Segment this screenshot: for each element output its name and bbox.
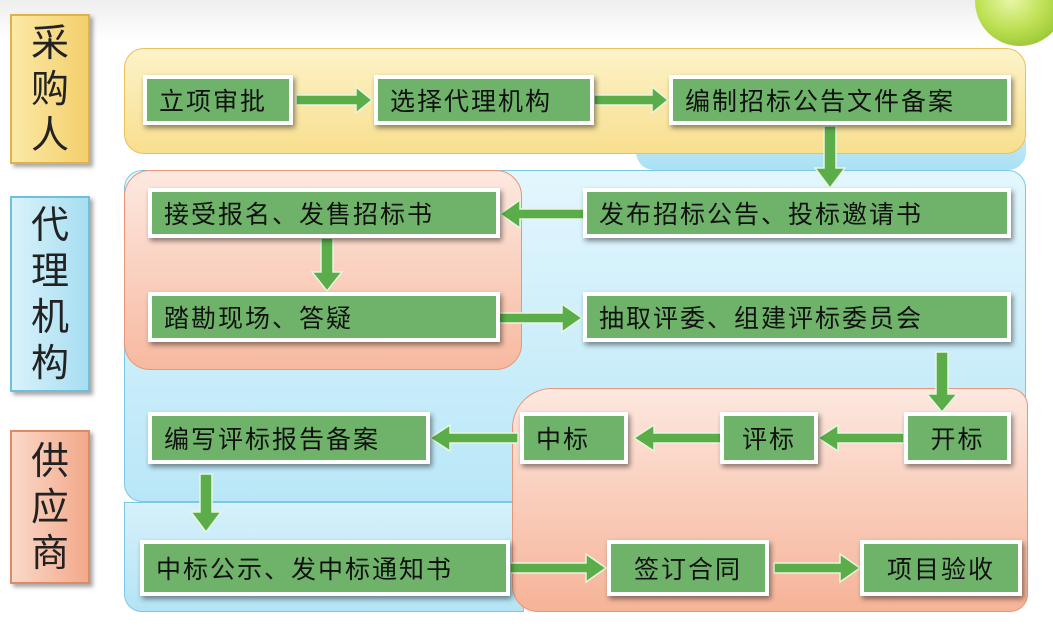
lane-label-supplier: 供 应 商 [10,430,90,584]
step-approval: 立项审批 [143,75,293,125]
step-site-visit: 踏勘现场、答疑 [148,292,500,342]
arrow-down [925,351,959,414]
lane-char: 机 [30,295,69,339]
lane-char: 商 [30,531,69,575]
lane-char: 人 [30,113,69,157]
lane-char: 采 [30,21,69,65]
step-acceptance: 项目验收 [860,540,1022,596]
arrow-down [189,473,223,534]
lane-char: 购 [30,67,69,111]
step-contract: 签订合同 [607,540,769,596]
step-prepare-docs: 编制招标公告文件备案 [669,75,1011,125]
arrow-right [773,552,862,584]
arrow-right [295,85,374,115]
lane-label-agency: 代 理 机 构 [10,196,90,392]
step-experts: 抽取评委、组建评标委员会 [583,292,1011,342]
lane-char: 供 [30,439,69,483]
arrow-right [509,552,608,584]
lane-char: 理 [30,249,69,293]
step-select-agency: 选择代理机构 [374,75,594,125]
lane-char: 应 [30,485,69,529]
arrow-left [428,423,519,453]
arrow-right [593,85,670,115]
step-win-bid: 中标 [520,412,628,464]
step-open-bid: 开标 [904,412,1011,464]
arrow-down [813,125,847,190]
lane-label-purchaser: 采 购 人 [10,14,90,164]
arrow-left [816,423,905,453]
step-report: 编写评标报告备案 [148,412,430,464]
step-announce: 中标公示、发中标通知书 [140,540,510,596]
arrow-left [632,423,723,453]
step-register: 接受报名、发售招标书 [148,188,500,238]
step-evaluate: 评标 [720,412,818,464]
header-shade [0,0,1053,40]
arrow-left [498,198,585,230]
lane-char: 代 [30,203,69,247]
arrow-down [310,237,344,293]
arrow-right [495,302,584,334]
step-publish: 发布招标公告、投标邀请书 [583,188,1011,238]
lane-char: 构 [30,341,69,385]
